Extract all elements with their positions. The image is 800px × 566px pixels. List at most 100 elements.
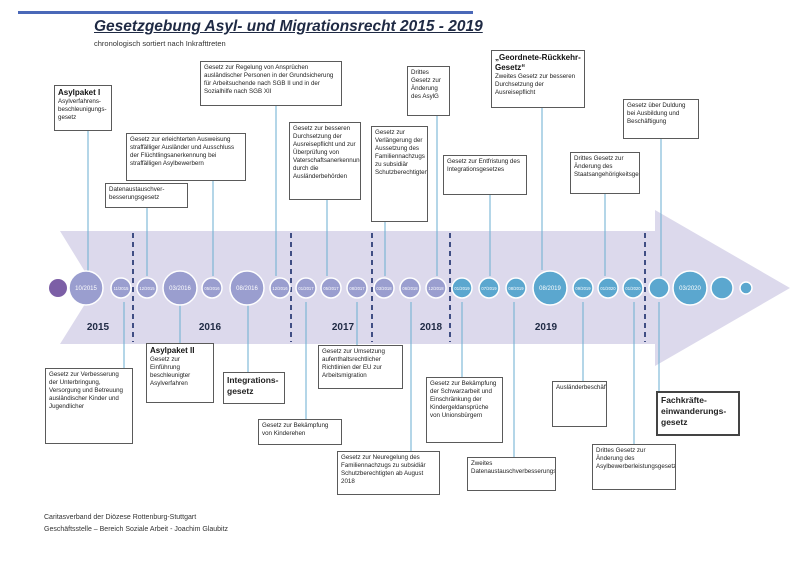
node-label-0: 10/2015 xyxy=(75,286,97,292)
timeline-node-5 xyxy=(229,270,265,306)
node-label-3: 03/2016 xyxy=(169,286,191,292)
box-geordnete-rueckkehr-title: „Geordnete-Rückkehr-Gesetz“ xyxy=(495,53,581,72)
box-arbeitsmigration-text: Gesetz zur Umsetzung aufenthaltsrechtlic… xyxy=(322,348,385,380)
box-verlaengerung-text: Gesetz zur Verlängerung der Aussetzung d… xyxy=(375,129,428,177)
node-label-19: 01/2020 xyxy=(625,286,641,291)
box-asylg-text: Drittes Gesetz zur Änderung des AsylG xyxy=(411,69,441,101)
box-kinderehen: Gesetz zur Bekämpfung von Kinderehen xyxy=(258,419,342,445)
node-label-14: 07/2019 xyxy=(481,286,497,291)
box-geordnete-rueckkehr: „Geordnete-Rückkehr-Gesetz“ Zweites Gese… xyxy=(491,50,585,108)
timeline-node-8 xyxy=(320,277,342,299)
year-label-2016: 2016 xyxy=(199,322,222,333)
timeline-node-21 xyxy=(672,270,708,306)
timeline-node-15 xyxy=(505,277,527,299)
box-duldung: Gesetz über Duldung bei Ausbildung und B… xyxy=(623,99,699,139)
timeline-node-11 xyxy=(399,277,421,299)
box-asylpaket-2: Asylpaket II Gesetz zur Einführung besch… xyxy=(146,343,214,403)
timeline-node-4 xyxy=(201,277,223,299)
timeline-node-20 xyxy=(648,277,670,299)
box-ausreisepflicht: Gesetz zur besseren Durchsetzung der Aus… xyxy=(289,122,361,200)
box-neuregelung: Gesetz zur Neuregelung des Familiennachz… xyxy=(337,451,440,495)
title-rule xyxy=(18,11,473,14)
box-asylbewerberleistung: Drittes Gesetz zur Änderung des Asylbewe… xyxy=(592,444,676,490)
start-dot xyxy=(49,279,67,297)
timeline-node-7 xyxy=(295,277,317,299)
box-arbeitsmigration: Gesetz zur Umsetzung aufenthaltsrechtlic… xyxy=(318,345,403,389)
node-label-6: 12/2016 xyxy=(272,286,288,291)
box-staatsangehoerigkeit-text: Drittes Gesetz zur Änderung des Staatsan… xyxy=(574,155,639,179)
timeline-node-18 xyxy=(597,277,619,299)
node-label-13: 01/2019 xyxy=(454,286,470,291)
box-fachkraefte: Fachkräfte-einwanderungs-gesetz xyxy=(656,391,740,436)
node-label-16: 08/2019 xyxy=(539,286,561,292)
trailing-node-1 xyxy=(710,276,734,300)
box-beschaeftigung: Ausländerbeschäftigungsförderungsgesetz xyxy=(552,381,607,427)
box-asylpaket-1-text: Asylverfahrens-beschleunigungs-gesetz xyxy=(58,98,107,122)
timeline-node-13 xyxy=(451,277,473,299)
timeline-node-2 xyxy=(136,277,158,299)
timeline-node-17 xyxy=(572,277,594,299)
box-asylpaket-1-title: Asylpaket I xyxy=(58,88,101,97)
timeline-node-1 xyxy=(110,277,132,299)
box-schwarzarbeit: Gesetz zur Bekämpfung der Schwarzarbeit … xyxy=(426,377,503,443)
box-neuregelung-text: Gesetz zur Neuregelung des Familiennachz… xyxy=(341,454,426,486)
timeline-node-19 xyxy=(622,277,644,299)
box-ausweisung-text: Gesetz zur erleichterten Ausweisung stra… xyxy=(130,136,235,168)
node-label-10: 03/2018 xyxy=(376,286,392,291)
box-asylpaket-2-text: Gesetz zur Einführung beschleunigter Asy… xyxy=(150,356,191,388)
box-schwarzarbeit-text: Gesetz zur Bekämpfung der Schwarzarbeit … xyxy=(430,380,497,420)
box-asylbewerberleistung-text: Drittes Gesetz zur Änderung des Asylbewe… xyxy=(596,447,676,471)
timeline-node-14 xyxy=(478,277,500,299)
box-integrationsgesetze: Gesetz zur Entfristung des Integrationsg… xyxy=(443,155,527,195)
timeline-node-0 xyxy=(68,270,104,306)
box-verlaengerung: Gesetz zur Verlängerung der Aussetzung d… xyxy=(371,126,428,222)
timeline-arrow xyxy=(60,210,790,366)
node-label-18: 01/2020 xyxy=(600,286,616,291)
timeline-node-9 xyxy=(346,277,368,299)
box-fachkraefte-text: Fachkräfte-einwanderungs-gesetz xyxy=(661,395,727,428)
box-unterbringung-text: Gesetz zur Verbesserung der Unterbringun… xyxy=(49,371,123,411)
page-subtitle: chronologisch sortiert nach Inkrafttrete… xyxy=(94,39,226,48)
node-label-12: 12/2018 xyxy=(428,286,444,291)
timeline-node-6 xyxy=(269,277,291,299)
box-geordnete-rueckkehr-text: Zweites Gesetz zur besseren Durchsetzung… xyxy=(495,73,576,97)
box-datenaustausch-2-text: Zweites Datenaustauschverbesserungsgeset… xyxy=(471,460,555,476)
timeline-node-3 xyxy=(162,270,198,306)
box-ausweisung: Gesetz zur erleichterten Ausweisung stra… xyxy=(126,133,246,181)
box-datenaustausch-2: Zweites Datenaustauschverbesserungsgeset… xyxy=(467,457,556,491)
timeline-node-10 xyxy=(373,277,395,299)
box-beschaeftigung-text: Ausländerbeschäftigungsförderungsgesetz xyxy=(556,384,607,391)
box-asylg: Drittes Gesetz zur Änderung des AsylG xyxy=(407,66,450,116)
node-label-1: 11/2015 xyxy=(114,286,129,291)
node-label-20: 03/2020 xyxy=(679,286,701,292)
footer-department: Geschäftsstelle – Bereich Soziale Arbeit… xyxy=(44,526,229,533)
node-label-9: 08/2017 xyxy=(349,286,365,291)
timeline-node-16 xyxy=(532,270,568,306)
box-asylpaket-1: Asylpaket I Asylverfahrens-beschleunigun… xyxy=(54,85,112,131)
node-label-5: 08/2016 xyxy=(236,286,258,292)
node-label-8: 05/2017 xyxy=(323,286,339,291)
box-grundsicherung: Gesetz zur Regelung von Ansprüchen auslä… xyxy=(200,61,342,106)
box-duldung-text: Gesetz über Duldung bei Ausbildung und B… xyxy=(627,102,686,126)
box-staatsangehoerigkeit: Drittes Gesetz zur Änderung des Staatsan… xyxy=(570,152,640,194)
box-kinderehen-text: Gesetz zur Bekämpfung von Kinderehen xyxy=(262,422,329,438)
year-label-2015: 2015 xyxy=(87,322,110,333)
box-integrationsgesetz-text: Integrations-gesetz xyxy=(227,375,279,397)
box-integrationsgesetz: Integrations-gesetz xyxy=(223,372,285,404)
node-label-7: 01/2017 xyxy=(298,286,314,291)
box-datenaustausch-text: Datenaustauschver-besserungsgesetz xyxy=(109,186,165,202)
box-ausreisepflicht-text: Gesetz zur besseren Durchsetzung der Aus… xyxy=(293,125,360,181)
node-label-4: 05/2016 xyxy=(204,286,220,291)
node-label-11: 06/2018 xyxy=(402,286,418,291)
year-label-2019: 2019 xyxy=(535,322,558,333)
node-label-2: 12/2015 xyxy=(139,286,155,291)
footer-organisation: Caritasverband der Diözese Rottenburg-St… xyxy=(44,514,197,521)
box-grundsicherung-text: Gesetz zur Regelung von Ansprüchen auslä… xyxy=(204,64,334,96)
node-label-15: 08/2019 xyxy=(508,286,524,291)
page-title: Gesetzgebung Asyl- und Migrationsrecht 2… xyxy=(94,18,483,35)
box-integrationsgesetze-text: Gesetz zur Entfristung des Integrationsg… xyxy=(447,158,520,174)
box-asylpaket-2-title: Asylpaket II xyxy=(150,346,195,355)
timeline-node-12 xyxy=(425,277,447,299)
node-label-17: 09/2019 xyxy=(575,286,591,291)
